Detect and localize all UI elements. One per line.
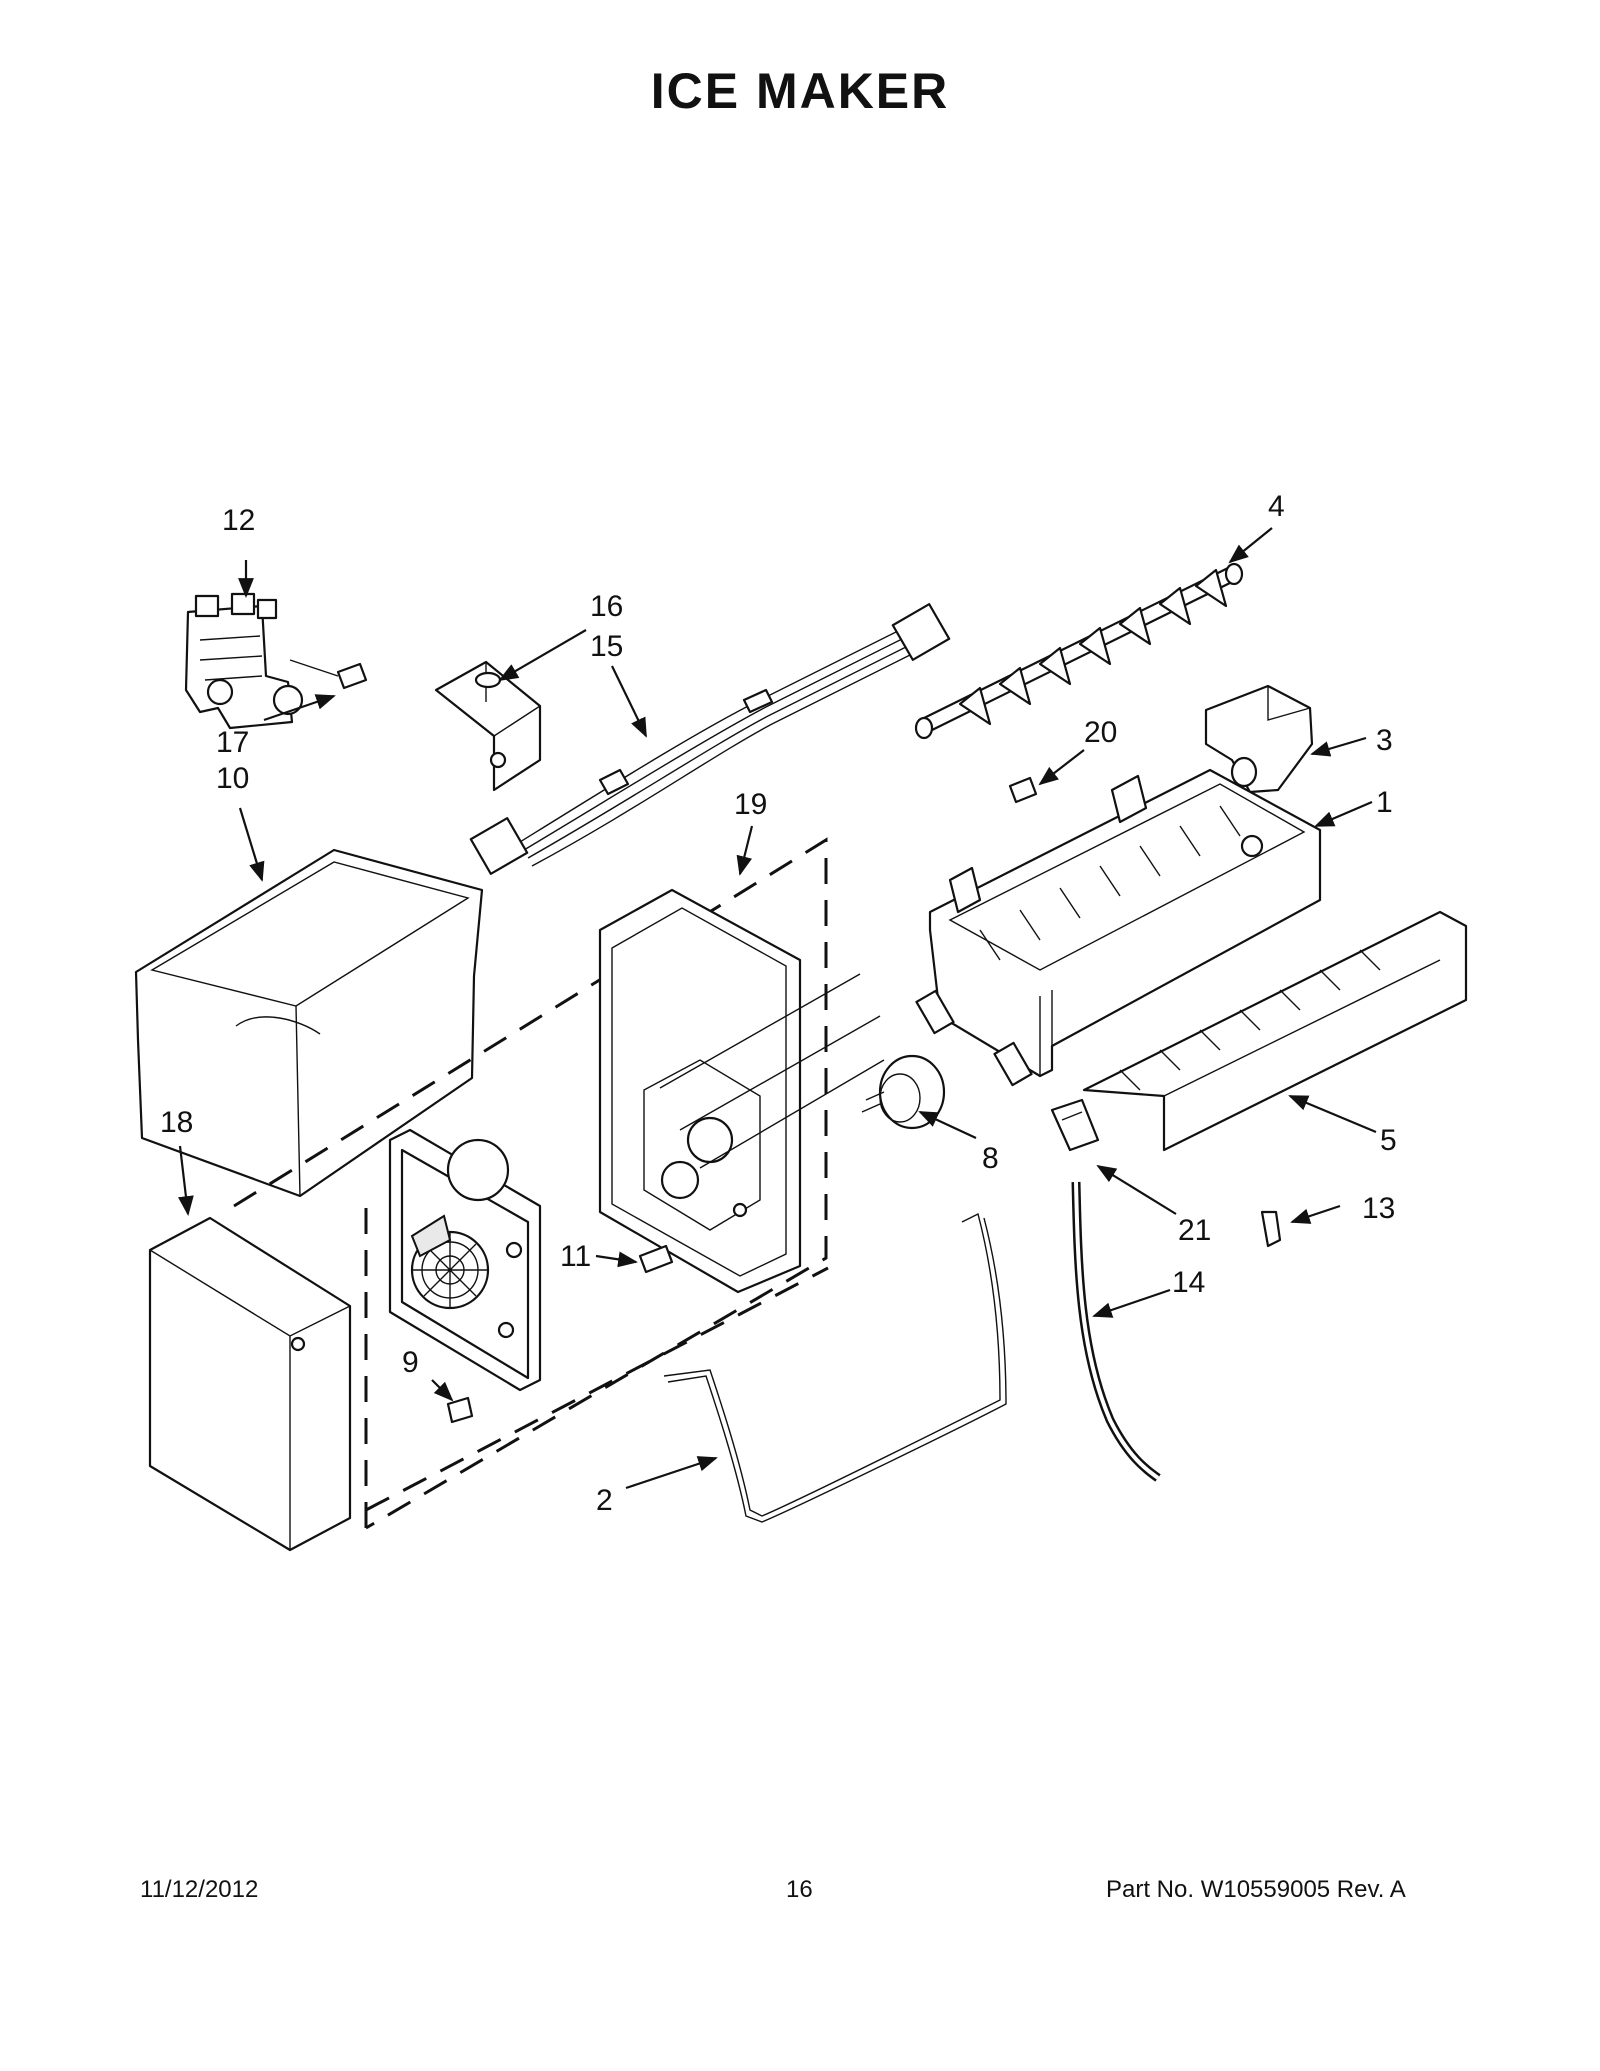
leader-13 xyxy=(1290,1204,1341,1224)
callout-3: 3 xyxy=(1376,724,1393,757)
callout-10: 10 xyxy=(216,762,249,795)
leader-10 xyxy=(238,807,265,882)
callout-12: 12 xyxy=(222,504,255,537)
callout-21: 21 xyxy=(1178,1214,1211,1247)
leader-14 xyxy=(1092,1288,1171,1318)
callout-labels: 12 17 10 16 15 4 20 3 1 19 8 5 13 21 14 … xyxy=(160,490,1397,1517)
fill-tube-part xyxy=(1071,1181,1161,1482)
callout-18: 18 xyxy=(160,1106,193,1139)
page-title: ICE MAKER xyxy=(650,63,950,119)
callout-14: 14 xyxy=(1172,1266,1205,1299)
stripper-part xyxy=(1082,910,1468,1152)
callout-17: 17 xyxy=(216,726,249,759)
module-outline xyxy=(233,837,829,1530)
leader-17 xyxy=(263,694,336,722)
ice-bucket-part xyxy=(134,848,484,1198)
leader-3 xyxy=(1310,736,1367,757)
callout-15: 15 xyxy=(590,630,623,663)
callout-9: 9 xyxy=(402,1346,419,1379)
bearing-cover-part xyxy=(1204,684,1314,794)
mold-screw-part xyxy=(1008,776,1038,804)
ice-mold-part xyxy=(928,768,1322,1078)
valve-screw-part xyxy=(289,659,368,690)
footer-page-number: 16 xyxy=(786,1876,813,1903)
callout-2: 2 xyxy=(596,1484,613,1517)
water-valve-part xyxy=(184,592,304,730)
wire-harness-part xyxy=(469,603,951,875)
callout-5: 5 xyxy=(1380,1124,1397,1157)
leader-15 xyxy=(611,665,647,738)
callout-11: 11 xyxy=(560,1240,591,1273)
clip-part xyxy=(1050,1098,1100,1152)
callout-13: 13 xyxy=(1362,1192,1395,1225)
leader-20 xyxy=(1038,749,1085,786)
callout-16: 16 xyxy=(590,590,623,623)
ejector-shaft-part xyxy=(914,562,1244,740)
leader-19 xyxy=(736,825,754,876)
callout-20: 20 xyxy=(1084,716,1117,749)
shutoff-arm-part xyxy=(663,1212,1007,1523)
motor-plate-part xyxy=(388,1128,542,1392)
leader-4 xyxy=(1228,527,1273,564)
leader-11 xyxy=(595,1251,638,1268)
leader-16 xyxy=(498,629,587,681)
motor-screw-part xyxy=(638,1244,674,1274)
plug-part xyxy=(1260,1210,1282,1248)
leader-18 xyxy=(178,1145,194,1216)
thermostat-part xyxy=(861,989,1033,1130)
callout-8: 8 xyxy=(982,1142,999,1175)
plate-screw-part xyxy=(446,1396,474,1424)
leader-9 xyxy=(431,1379,454,1402)
control-housing-part xyxy=(598,888,885,1294)
callout-19: 19 xyxy=(734,788,767,821)
front-cover-part xyxy=(148,1216,352,1552)
callout-1: 1 xyxy=(1376,786,1393,819)
footer-part-number: Part No. W10559005 Rev. A xyxy=(1106,1876,1406,1903)
callout-4: 4 xyxy=(1268,490,1285,523)
leader-1 xyxy=(1314,800,1373,828)
leader-8 xyxy=(918,1111,977,1139)
leader-lines xyxy=(178,527,1377,1490)
leader-5 xyxy=(1288,1094,1377,1134)
leader-21 xyxy=(1096,1164,1177,1215)
footer-date: 11/12/2012 xyxy=(140,1876,259,1903)
leader-2 xyxy=(625,1456,718,1490)
bracket-part xyxy=(434,660,542,792)
